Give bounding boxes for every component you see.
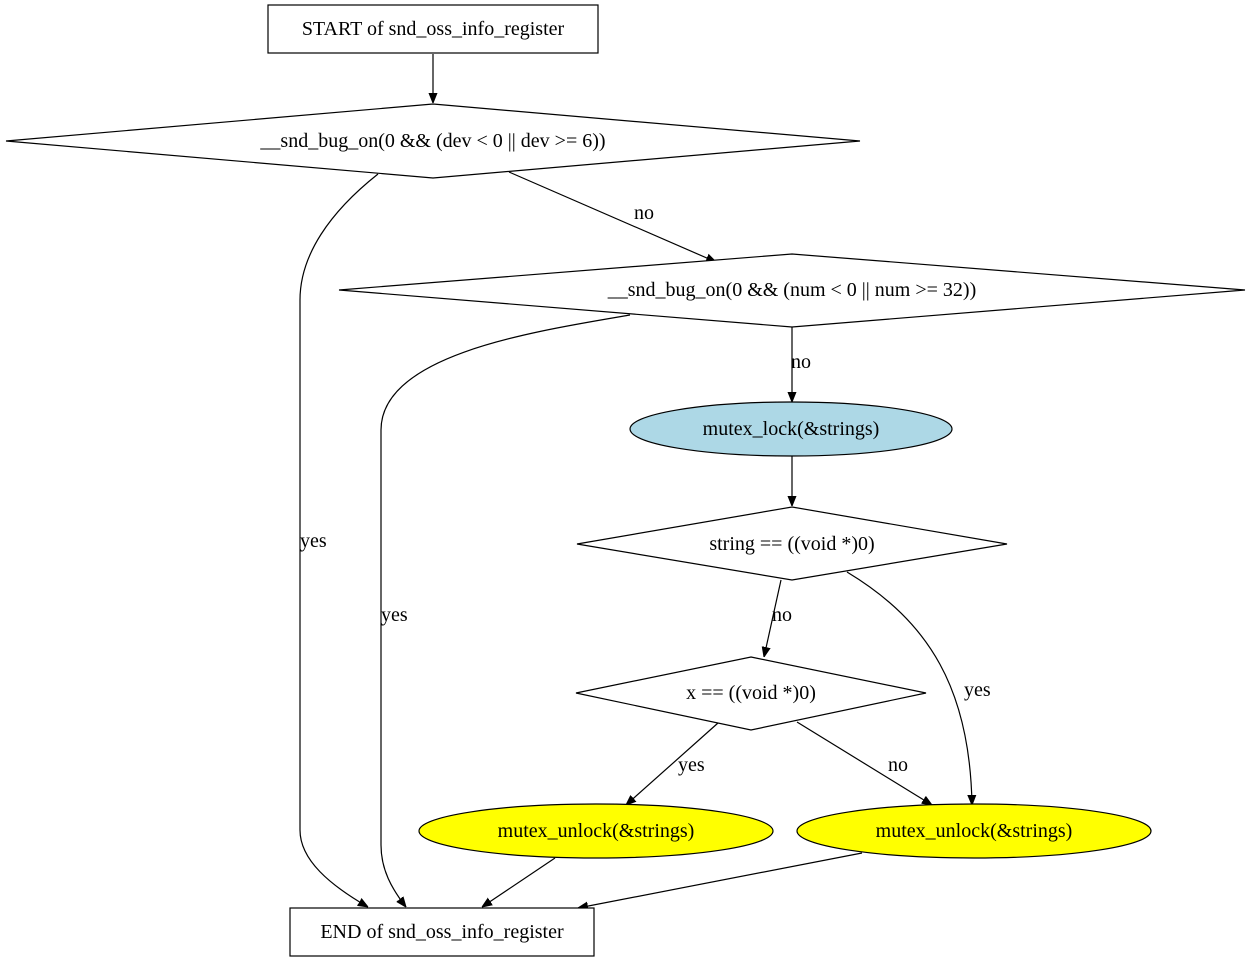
node-unlock-b: mutex_unlock(&strings) [796,803,1152,859]
node-end: END of snd_oss_info_register [289,907,595,957]
node-check-dev: __snd_bug_on(0 && (dev < 0 || dev >= 6)) [5,103,861,179]
edge-x-no [796,721,932,805]
edge-dev-no [508,171,716,263]
node-check-x: x == ((void *)0) [575,656,927,731]
node-check-dev-label: __snd_bug_on(0 && (dev < 0 || dev >= 6)) [259,130,605,152]
node-end-label: END of snd_oss_info_register [320,921,564,943]
edge-label-string-no: no [772,604,792,626]
node-check-num-label: __snd_bug_on(0 && (num < 0 || num >= 32)… [607,279,977,301]
node-check-string-label: string == ((void *)0) [709,533,874,555]
node-start-label: START of snd_oss_info_register [302,18,565,40]
edge-unlock-a-to-end [482,857,556,907]
edge-label-x-no: no [888,754,908,776]
node-unlock-a-label: mutex_unlock(&strings) [498,820,695,842]
node-unlock-b-label: mutex_unlock(&strings) [876,820,1073,842]
edge-label-dev-yes: yes [300,530,327,552]
node-mutex-lock: mutex_lock(&strings) [629,401,953,457]
edge-unlock-b-to-end [578,852,863,908]
edge-string-no [764,579,782,657]
node-mutex-lock-label: mutex_lock(&strings) [703,418,880,440]
edge-label-num-yes: yes [381,604,408,626]
edge-label-string-yes: yes [964,679,991,701]
edge-string-yes [846,571,972,805]
node-unlock-a: mutex_unlock(&strings) [418,803,774,859]
node-start: START of snd_oss_info_register [267,4,599,54]
edges: no yes no yes no yes yes no [299,54,991,908]
edge-label-dev-no: no [634,202,654,224]
edge-label-num-no: no [791,351,811,373]
edge-dev-yes [299,173,379,907]
edge-x-yes [626,722,719,805]
node-check-string: string == ((void *)0) [576,506,1008,581]
node-check-num: __snd_bug_on(0 && (num < 0 || num >= 32)… [338,253,1246,328]
edge-num-yes [380,314,631,907]
node-check-x-label: x == ((void *)0) [686,682,816,704]
edge-label-x-yes: yes [678,754,705,776]
